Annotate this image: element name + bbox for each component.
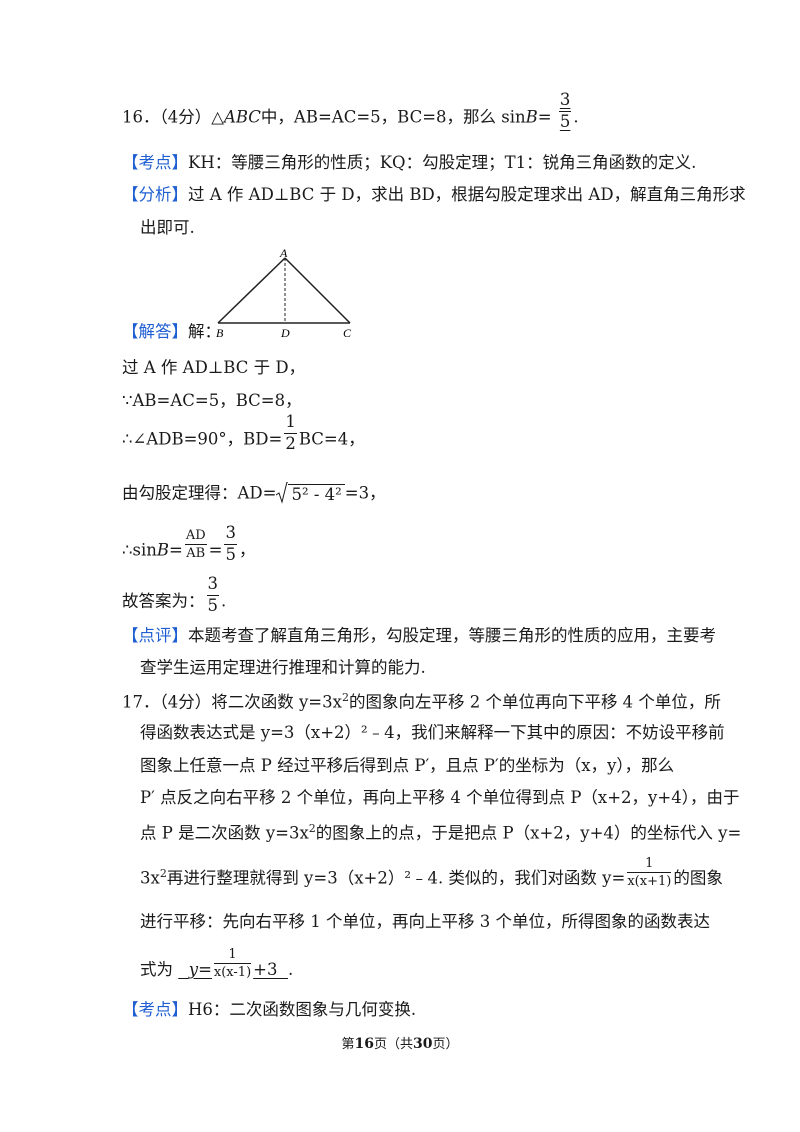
q17-line4: P′ 点反之向右平移 2 个单位，再向上平移 4 个单位得到点 P（x+2，y+… bbox=[140, 788, 740, 807]
q17-kaodian: 【考点】H6：二次函数图象与几何变换. bbox=[122, 1000, 417, 1019]
q17-line5: 点 P 是二次函数 y=3x2的图象上的点，于是把点 P（x+2，y+4）的坐标… bbox=[140, 822, 742, 843]
sqrt-expression: 5² - 4² bbox=[276, 482, 345, 504]
label-c: C bbox=[343, 326, 352, 340]
q17-line1: 17．（4分）将二次函数 y=3x2的图象向左平移 2 个单位再向下平移 4 个… bbox=[122, 691, 721, 712]
q16-kaodian: 【考点】KH：等腰三角形的性质；KQ：勾股定理；T1：锐角三角函数的定义. bbox=[122, 153, 697, 172]
label-d: D bbox=[280, 326, 290, 340]
label-a: A bbox=[279, 246, 288, 260]
q16-step4: 由勾股定理得：AD=5² - 4²=3， bbox=[122, 482, 386, 504]
page-footer: 第16页（共30页） bbox=[341, 1036, 459, 1052]
q17-line2: 得函数表达式是 y=3（x+2）²﹣4，我们来解释一下其中的原因：不妨设平移前 bbox=[140, 723, 725, 742]
q16-step1: 过 A 作 AD⊥BC 于 D， bbox=[122, 358, 306, 377]
q16-dianping: 【点评】本题考查了解直角三角形，勾股定理，等腰三角形的性质的应用，主要考 bbox=[122, 626, 716, 645]
q16-dianping-cont: 查学生运用定理进行推理和计算的能力. bbox=[140, 658, 426, 677]
q16-jieda: 【解答】解： bbox=[122, 322, 221, 341]
q16-fenxi: 【分析】过 A 作 AD⊥BC 于 D，求出 BD，根据勾股定理求出 AD，解直… bbox=[122, 185, 746, 204]
q16-fenxi-cont: 出即可. bbox=[140, 218, 195, 237]
q17-line7: 进行平移：先向右平移 1 个单位，再向上平移 3 个单位，所得图象的函数表达 bbox=[140, 912, 710, 931]
triangle-diagram: A B D C bbox=[216, 246, 352, 340]
q16-step2: ∵AB=AC=5，BC=8， bbox=[122, 391, 302, 410]
q17-line3: 图象上任意一点 P 经过平移后得到点 P′，且点 P′的坐标为（x，y），那么 bbox=[140, 756, 675, 775]
label-b: B bbox=[216, 326, 224, 340]
